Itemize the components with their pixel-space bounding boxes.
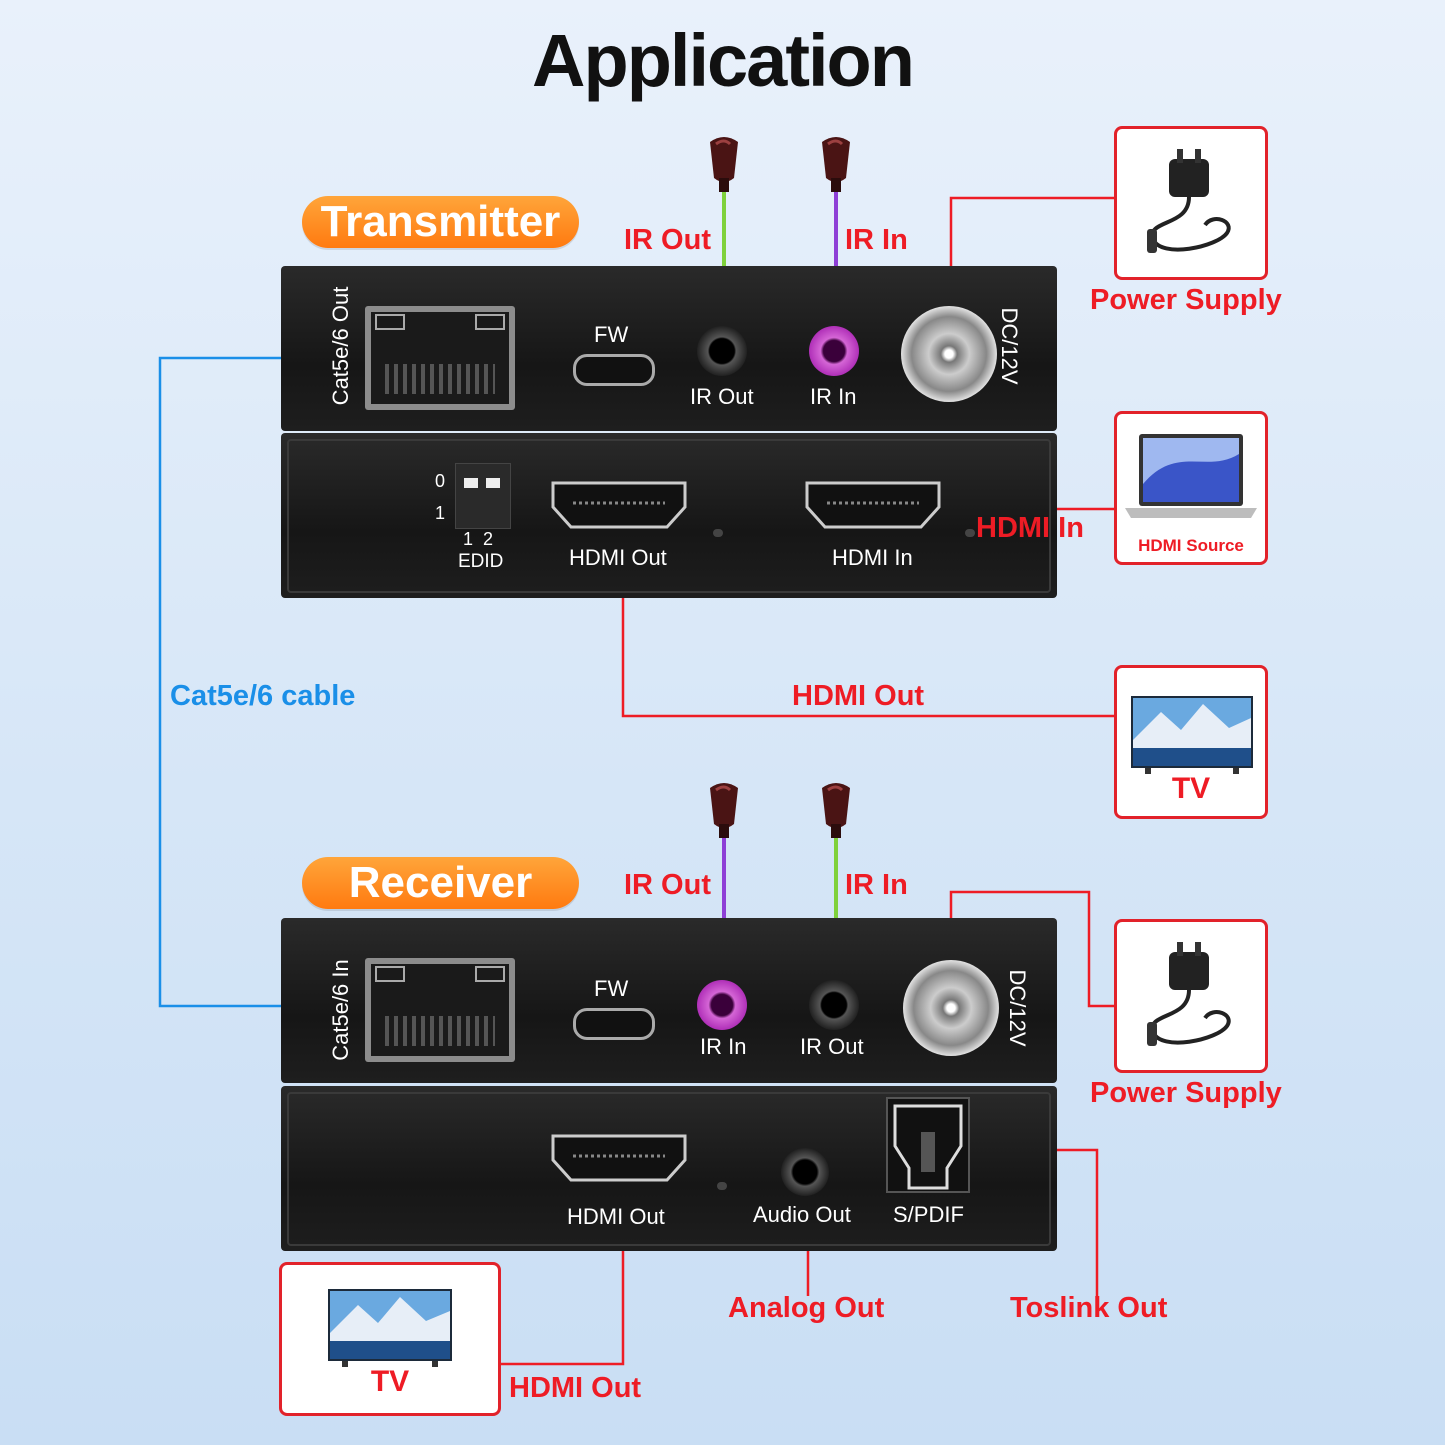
tx-ir-in-jack[interactable] (809, 326, 859, 376)
rx-hdmi-out-callout: HDMI Out (509, 1372, 642, 1404)
hdmi-source-box: HDMI Source (1114, 411, 1268, 565)
rx-bottom-panel: HDMI Out Audio Out S/PDIF (281, 1086, 1057, 1251)
tx-ir-in-callout: IR In (845, 224, 908, 256)
rx-tv-label: TV (370, 1365, 410, 1398)
cable-label: Cat5e/6 cable (170, 680, 356, 712)
tx-hdmi-in-port[interactable] (803, 479, 943, 531)
rx-rj45-port[interactable] (365, 958, 515, 1062)
rx-toslink-out-callout: Toslink Out (1010, 1292, 1168, 1324)
power-adapter-icon (1147, 942, 1231, 1046)
rx-ir-out-callout: IR Out (624, 869, 711, 901)
tx-fw-label: FW (594, 322, 629, 347)
hdmi-source-label: HDMI Source (1138, 536, 1244, 555)
tx-edid-12-label: 1 2 (463, 529, 494, 549)
tx-led (713, 529, 723, 537)
rx-power-supply-box (1114, 919, 1268, 1073)
tx-tv-label: TV (1171, 772, 1211, 805)
rx-audio-jack[interactable] (781, 1148, 829, 1196)
rx-ir-out-jack[interactable] (809, 980, 859, 1030)
tx-power-supply-box (1114, 126, 1268, 280)
rx-power-supply-label: Power Supply (1090, 1077, 1282, 1109)
tx-rj45-port[interactable] (365, 306, 515, 410)
tx-led-2 (965, 529, 975, 537)
rx-tv-box: TV (279, 1262, 501, 1416)
tx-hdmi-out-label: HDMI Out (569, 545, 667, 570)
tx-edid-1-label: 1 (435, 503, 446, 523)
rx-dc-label: DC/12V (1005, 969, 1030, 1047)
tx-dc-jack[interactable] (901, 306, 997, 402)
rx-audio-out-label: Audio Out (753, 1202, 851, 1227)
rx-ir-in-label: IR In (700, 1034, 747, 1059)
tx-edid-dip-switch[interactable] (455, 463, 511, 529)
tx-hdmi-in-label: HDMI In (832, 545, 913, 570)
tx-ir-in-label: IR In (810, 384, 857, 409)
tx-edid-label: EDID (458, 551, 504, 572)
rx-ir-in-callout: IR In (845, 869, 908, 901)
tx-top-panel: Cat5e/6 Out FW IR Out IR In DC/12V (281, 266, 1057, 431)
rx-dc-jack[interactable] (903, 960, 999, 1056)
tx-tv-box: TV (1114, 665, 1268, 819)
rx-top-panel: Cat5e/6 In FW IR In IR Out DC/12V (281, 918, 1057, 1083)
tx-edid-0-label: 0 (435, 471, 446, 491)
rx-hdmi-out-port[interactable] (549, 1132, 689, 1184)
page-title: Application (532, 19, 915, 102)
rx-analog-out-callout: Analog Out (728, 1292, 885, 1324)
rx-spdif-port[interactable] (885, 1096, 971, 1194)
receiver-label: Receiver (302, 857, 579, 909)
tx-hdmi-out-port[interactable] (549, 479, 689, 531)
rx-fw-port[interactable] (573, 1008, 655, 1040)
tx-ir-out-label: IR Out (690, 384, 754, 409)
rx-led (717, 1182, 727, 1190)
tx-ir-receiver-icon (822, 137, 850, 192)
tx-bottom-panel: 0 1 1 2 EDID HDMI Out HDMI In (281, 433, 1057, 598)
rx-spdif-label: S/PDIF (893, 1202, 964, 1227)
tx-fw-port[interactable] (573, 354, 655, 386)
rx-rj45-label: Cat5e/6 In (328, 959, 353, 1061)
tx-ir-out-jack[interactable] (697, 326, 747, 376)
rx-ir-receiver-icon (822, 783, 850, 838)
rx-ir-out-label: IR Out (800, 1034, 864, 1059)
tx-ir-emitter-icon (710, 137, 738, 192)
tv-icon (1131, 696, 1253, 774)
tv-icon (328, 1289, 452, 1367)
laptop-icon (1125, 434, 1257, 518)
rx-ir-emitter-icon (710, 783, 738, 838)
tx-ir-out-callout: IR Out (624, 224, 711, 256)
rx-hdmi-out-label: HDMI Out (567, 1204, 665, 1229)
tx-dc-label: DC/12V (997, 307, 1022, 385)
tx-hdmi-in-callout: HDMI In (976, 512, 1084, 544)
tx-power-supply-label: Power Supply (1090, 284, 1282, 316)
rx-fw-label: FW (594, 976, 629, 1001)
power-adapter-icon (1147, 149, 1231, 253)
rx-ir-in-jack[interactable] (697, 980, 747, 1030)
tx-rj45-label: Cat5e/6 Out (328, 286, 353, 406)
transmitter-label: Transmitter (302, 196, 579, 248)
tx-hdmi-out-callout: HDMI Out (792, 680, 925, 712)
